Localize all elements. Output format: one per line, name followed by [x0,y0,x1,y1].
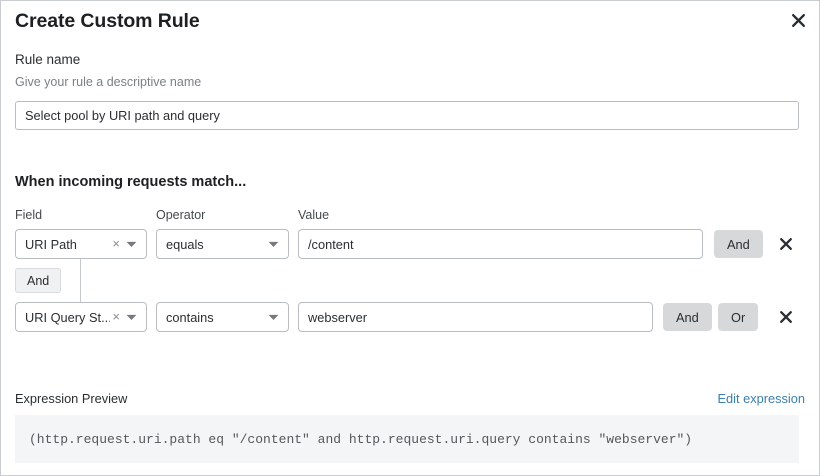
expression-preview-code: (http.request.uri.path eq "/content" and… [15,415,799,463]
field-select-2-value: URI Query St... [25,309,111,325]
delete-condition-button-2[interactable] [775,302,797,332]
condition-row: URI Query St... × contains And Or [1,302,819,332]
add-and-condition-button-1[interactable]: And [714,230,763,258]
operator-select-1-value: equals [166,236,204,252]
rule-name-help-text: Give your rule a descriptive name [15,75,202,89]
row-joiner-and-chip[interactable]: And [15,268,62,293]
value-input-1[interactable] [298,229,703,259]
clear-icon[interactable]: × [112,236,120,251]
value-input-2[interactable] [298,302,653,332]
column-header-operator: Operator [156,208,206,222]
field-select-1[interactable]: URI Path × [15,229,147,259]
condition-row: URI Path × equals And [1,229,819,259]
operator-select-2[interactable]: contains [156,302,289,332]
expression-preview-label: Expression Preview [15,391,128,406]
chevron-down-icon[interactable] [126,314,146,321]
operator-select-2-value: contains [166,309,214,325]
field-select-1-value: URI Path [25,236,77,252]
add-and-condition-button-2[interactable]: And [663,303,712,331]
dialog-title: Create Custom Rule [15,10,200,32]
rule-name-input[interactable] [15,101,799,130]
add-or-condition-button-2[interactable]: Or [718,303,759,331]
column-header-field: Field [15,208,43,222]
operator-select-1[interactable]: equals [156,229,289,259]
chevron-down-icon[interactable] [268,314,288,321]
row-connector-line [80,259,81,303]
chevron-down-icon[interactable] [268,241,288,248]
chevron-down-icon[interactable] [126,241,146,248]
close-icon[interactable] [786,8,810,32]
rule-name-label: Rule name [15,52,81,67]
clear-icon[interactable]: × [112,309,120,324]
field-select-2[interactable]: URI Query St... × [15,302,147,332]
edit-expression-link[interactable]: Edit expression [717,391,806,406]
delete-condition-button-1[interactable] [775,229,797,259]
column-header-value: Value [298,208,330,222]
match-section-heading: When incoming requests match... [15,174,247,190]
